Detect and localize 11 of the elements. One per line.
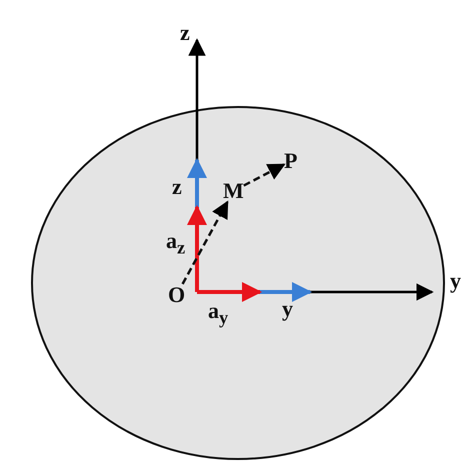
axis-label: a$_{z}$	[166, 230, 186, 258]
point-label: M	[223, 180, 244, 202]
arrow	[243, 163, 286, 187]
arrow	[181, 200, 228, 285]
axis-label: y	[450, 270, 461, 292]
axis-label: y	[282, 298, 293, 320]
point-label: O	[168, 284, 186, 306]
axis-label: z	[172, 176, 182, 198]
axis-label: a$_{y}$	[208, 300, 228, 328]
point-label: P	[284, 150, 298, 172]
axis-label: z	[180, 22, 190, 44]
